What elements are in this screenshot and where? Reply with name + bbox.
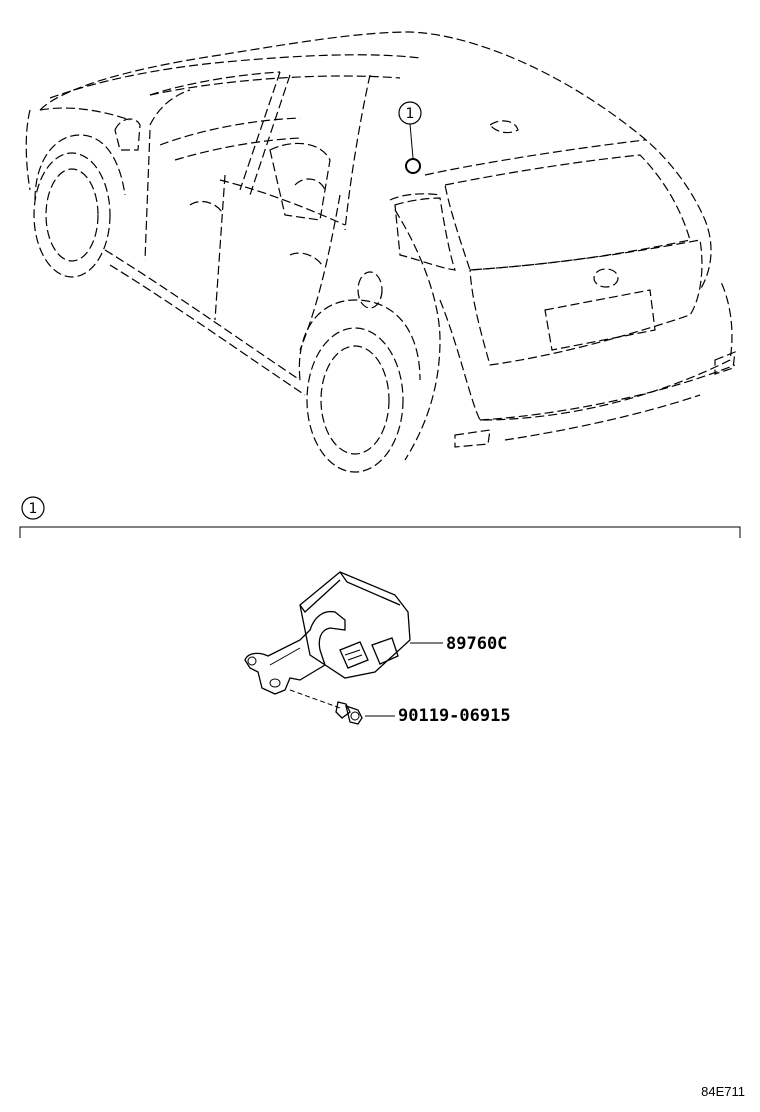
location-marker bbox=[405, 158, 421, 174]
section-header: 1 bbox=[19, 496, 741, 538]
part-number-90119-06915: 90119-06915 bbox=[398, 706, 511, 726]
vehicle-illustration bbox=[25, 31, 736, 473]
callout-number: 1 bbox=[406, 106, 415, 122]
bolt-assembly: 90119-06915 bbox=[289, 689, 511, 726]
sensor-module-assembly: 89760C bbox=[244, 571, 507, 695]
section-bracket bbox=[19, 526, 741, 538]
part-number-89760c: 89760C bbox=[446, 634, 507, 654]
section-ref-circle bbox=[21, 496, 45, 520]
diagram-id: 84E711 bbox=[701, 1084, 745, 1099]
section-ref-number: 1 bbox=[29, 501, 38, 517]
car-callout: 1 bbox=[398, 101, 422, 174]
